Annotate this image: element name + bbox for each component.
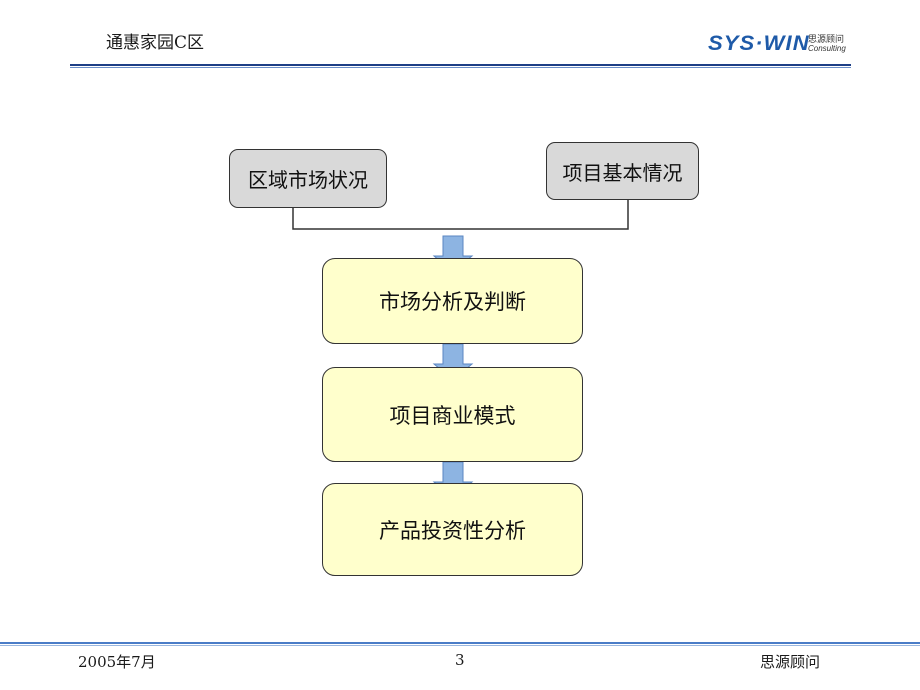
merge-line [292,200,629,230]
logo-en-text: Consulting [808,44,846,53]
step-box-market-analysis: 市场分析及判断 [322,258,583,344]
logo-wordmark: SYS·WIN [708,32,810,55]
header-rule-thin [70,67,851,68]
footer-rule [0,642,920,644]
footer-rule-thin [0,645,920,646]
header-rule [70,64,851,66]
page-number: 3 [455,651,465,669]
input-box-regional-market: 区域市场状况 [229,149,387,208]
header-title: 通惠家园C区 [106,33,205,53]
input-box-project-basics: 项目基本情况 [546,142,699,200]
step-box-investment-analysis: 产品投资性分析 [322,483,583,576]
footer-date: 2005年7月 [78,653,156,671]
footer-company: 思源顾问 [760,653,821,671]
step-box-business-model: 项目商业模式 [322,367,583,462]
logo-cn-text: 思源顾问 [808,35,845,45]
